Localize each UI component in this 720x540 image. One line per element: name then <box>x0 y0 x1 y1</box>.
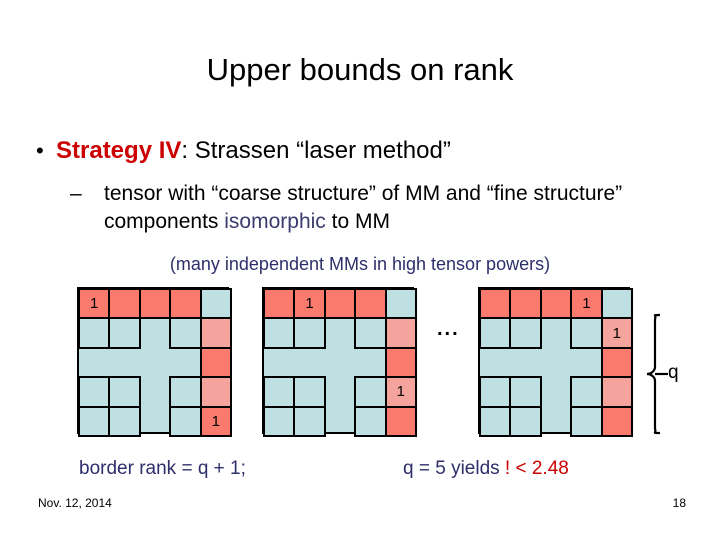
bullet-l2-emphasis: isomorphic <box>224 210 326 233</box>
grid-cell-label: 1 <box>305 295 314 313</box>
grid-cell: 1 <box>293 288 326 320</box>
grid-cell <box>169 288 202 320</box>
grid-cell <box>384 317 417 349</box>
grid-cell <box>78 376 111 408</box>
grid-cell: 1 <box>570 288 603 320</box>
bullet-l2-text: tensor with “coarse structure” of MM and… <box>104 180 680 236</box>
grid-cell <box>509 288 542 320</box>
bullet-l2-part1: tensor with “coarse structure” of MM and… <box>104 182 623 233</box>
grid-cell <box>570 317 603 349</box>
grid-cell <box>293 405 326 437</box>
bullet-l1-rest: : Strassen “laser method” <box>181 137 451 164</box>
grid-cell <box>263 405 296 437</box>
grid-cell <box>199 346 232 379</box>
grid-cell <box>509 317 542 349</box>
footer-date: Nov. 12, 2014 <box>38 496 112 510</box>
grid-cell <box>600 288 633 320</box>
grid-cell: 1 <box>600 317 633 349</box>
grid-cell <box>479 288 512 320</box>
grid-cell-label: 1 <box>90 295 99 313</box>
grid-cell <box>263 288 296 320</box>
footer-page-number: 18 <box>672 496 686 510</box>
grid-cell <box>539 288 573 320</box>
grid-cell <box>169 405 202 437</box>
grid-cell <box>479 317 512 349</box>
caption-q-yields: q = 5 yields ! < 2.48 <box>403 458 569 480</box>
bullet-level-2: – tensor with “coarse structure” of MM a… <box>70 180 680 236</box>
grid-cell <box>293 317 326 349</box>
grid-cell <box>384 346 417 379</box>
caption-border-rank: border rank = q + 1; <box>79 458 246 479</box>
bullet-l2-part2: to MM <box>325 210 390 233</box>
grid-cell <box>263 317 296 349</box>
grid-cell <box>354 288 387 320</box>
grid-cell-label: 1 <box>211 412 220 430</box>
grid-cell <box>108 376 141 408</box>
caption-omega-bound: ! < 2.48 <box>504 458 569 479</box>
grid-cell <box>323 288 357 320</box>
grid-cell-label: 1 <box>582 295 591 313</box>
grid-cell <box>509 376 542 408</box>
grid-cell <box>199 376 232 408</box>
grid-cell: 1 <box>78 288 111 320</box>
bullet-marker-icon: • <box>36 138 44 163</box>
grid-cell: 1 <box>384 376 417 408</box>
grid-cell <box>108 317 141 349</box>
grid-cell <box>138 288 172 320</box>
grid-cell <box>169 317 202 349</box>
grid-cell: 1 <box>199 405 232 437</box>
grid-cell <box>479 405 512 437</box>
grid-cell <box>509 405 542 437</box>
grid-cell <box>479 376 512 408</box>
grid-cell <box>600 346 633 379</box>
grid-cell <box>354 405 387 437</box>
grid-cell-label: 1 <box>612 324 621 342</box>
grid-cell <box>354 376 387 408</box>
grid-cell <box>199 317 232 349</box>
dash-marker-icon: – <box>70 182 82 205</box>
bullet-l1-emphasis: Strategy IV <box>56 137 182 164</box>
grid-cell <box>570 405 603 437</box>
grid-cell <box>600 376 633 408</box>
grid-cell <box>293 376 326 408</box>
grid-cell <box>384 405 417 437</box>
parenthetical-note: (many independent MMs in high tensor pow… <box>169 254 551 274</box>
grid-cell <box>384 288 417 320</box>
grid-cell <box>263 376 296 408</box>
page-title: Upper bounds on rank <box>206 52 514 87</box>
grid-cell <box>78 317 111 349</box>
q-brace-icon <box>646 313 692 435</box>
q-label: q <box>668 362 679 383</box>
grid-cell <box>169 376 202 408</box>
grid-cell <box>78 405 111 437</box>
grid-cell <box>199 288 232 320</box>
grid-cell-label: 1 <box>396 383 405 401</box>
grid-cell <box>354 317 387 349</box>
grid-cell <box>108 405 141 437</box>
caption-q-yields-text: q = 5 yields <box>403 458 505 479</box>
grid-cell <box>570 376 603 408</box>
grid-cell <box>600 405 633 437</box>
bullet-level-1: • Strategy IV: Strassen “laser method” <box>36 136 696 166</box>
grid-cell <box>108 288 141 320</box>
ellipsis-between-grids: ... <box>437 318 460 340</box>
